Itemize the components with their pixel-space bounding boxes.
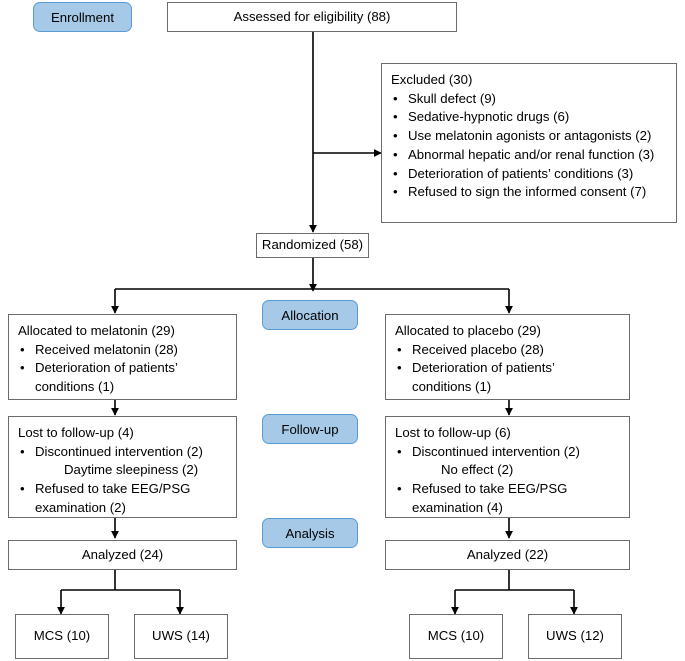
lost-followup-melatonin-title: Lost to follow-up (4) [18,425,134,440]
list-item: Sedative-hypnotic drugs (6) [391,108,668,127]
list-item: Abnormal hepatic and/or renal function (… [391,146,668,165]
list-item: Deterioration of patients’ [395,359,621,378]
allocated-melatonin-title: Allocated to melatonin (29) [18,323,175,338]
list-item: Refused to sign the informed consent (7) [391,183,668,202]
lost-followup-placebo-box: Lost to follow-up (6) Discontinued inter… [385,416,630,518]
list-item: conditions (1) [35,379,115,395]
lost-followup-melatonin-box: Lost to follow-up (4) Discontinued inter… [8,416,237,518]
analyzed-placebo-box: Analyzed (22) [385,540,630,570]
stage-badge-allocation-label: Allocation [281,307,339,323]
outcome-right-mcs-label: MCS (10) [427,628,485,644]
stage-badge-followup: Follow-up [262,414,358,444]
stage-badge-enrollment: Enrollment [33,2,132,32]
assessed-for-eligibility-box: Assessed for eligibility (88) [167,2,457,32]
analyzed-melatonin-box: Analyzed (24) [8,540,237,570]
allocated-placebo-title: Allocated to placebo (29) [395,323,541,338]
outcome-left-uws-box: UWS (14) [134,614,228,659]
stage-badge-analysis: Analysis [262,518,358,548]
analyzed-placebo-label: Analyzed (22) [466,546,549,562]
list-item: Refused to take EEG/PSG [18,480,228,499]
list-item: No effect (2) [441,462,514,478]
stage-badge-followup-label: Follow-up [281,421,339,437]
allocated-placebo-box: Allocated to placebo (29) Received place… [385,314,630,400]
list-item: Received placebo (28) [395,341,621,360]
list-item: Use melatonin agonists or antagonists (2… [391,127,668,146]
list-item: examination (2) [35,499,126,515]
list-item: conditions (1) [412,379,492,395]
outcome-right-uws-label: UWS (12) [546,628,604,644]
outcome-right-uws-box: UWS (12) [528,614,622,659]
analyzed-melatonin-label: Analyzed (24) [81,546,164,562]
outcome-left-uws-label: UWS (14) [152,628,210,644]
list-item: Daytime sleepiness (2) [64,462,199,478]
stage-badge-enrollment-label: Enrollment [50,9,115,25]
assessed-for-eligibility-label: Assessed for eligibility (88) [233,8,391,24]
outcome-right-mcs-box: MCS (10) [409,614,503,659]
excluded-box: Excluded (30) Skull defect (9) Sedative-… [381,63,677,223]
lost-followup-melatonin-list: Discontinued intervention (2) Daytime sl… [18,443,228,518]
allocated-melatonin-list: Received melatonin (28) Deterioration of… [18,341,228,397]
stage-badge-allocation: Allocation [262,300,358,330]
list-item: Received melatonin (28) [18,341,228,360]
list-item: Skull defect (9) [391,90,668,109]
allocated-placebo-list: Received placebo (28) Deterioration of p… [395,341,621,397]
list-item: Deterioration of patients’ conditions (3… [391,165,668,184]
list-item: examination (4) [412,499,503,515]
allocated-melatonin-box: Allocated to melatonin (29) Received mel… [8,314,237,400]
lost-followup-placebo-list: Discontinued intervention (2) No effect … [395,443,621,518]
randomized-label: Randomized (58) [261,237,364,253]
outcome-left-mcs-box: MCS (10) [15,614,109,659]
excluded-reason-list: Skull defect (9) Sedative-hypnotic drugs… [391,90,668,202]
excluded-title: Excluded (30) [391,72,473,87]
stage-badge-analysis-label: Analysis [285,525,335,541]
lost-followup-placebo-title: Lost to follow-up (6) [395,425,511,440]
randomized-box: Randomized (58) [256,233,369,258]
outcome-left-mcs-label: MCS (10) [33,628,91,644]
list-item: Deterioration of patients’ [18,359,228,378]
list-item: Discontinued intervention (2) [18,443,228,462]
list-item: Discontinued intervention (2) [395,443,621,462]
list-item: Refused to take EEG/PSG [395,480,621,499]
